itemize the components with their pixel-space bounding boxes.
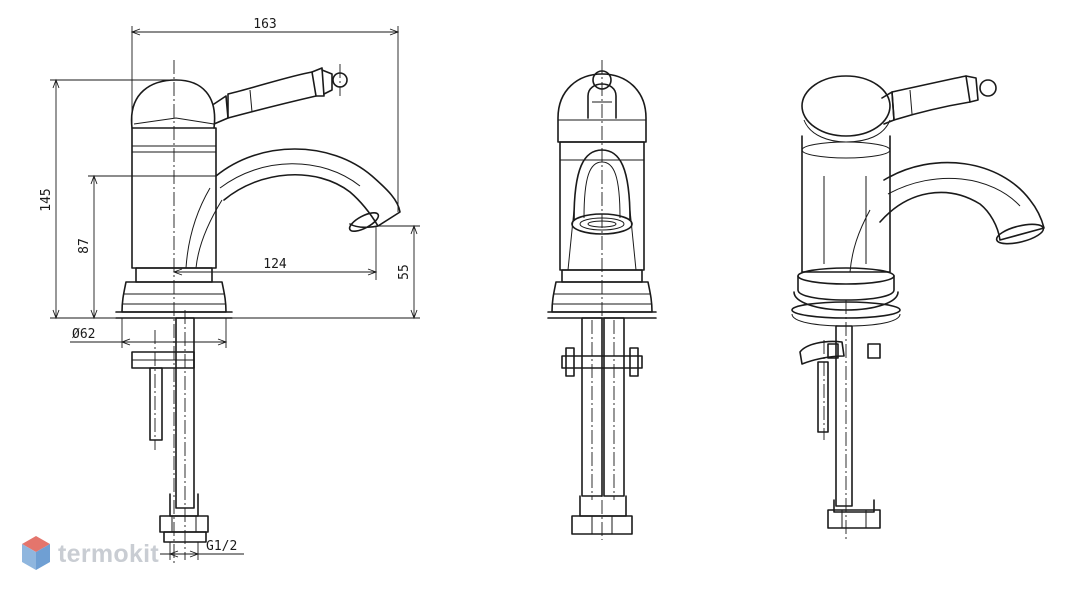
dim-thread: G1/2	[206, 539, 237, 554]
perspective-view	[791, 75, 1045, 540]
dim-outlet-height: 87	[77, 238, 92, 254]
brand-logo: termokit	[22, 536, 159, 572]
dim-overall-width: 163	[253, 17, 276, 32]
dim-base-to-outlet: 55	[397, 264, 412, 280]
front-view	[547, 60, 657, 540]
side-view	[115, 60, 401, 565]
dim-base-diameter: Ø62	[72, 327, 95, 342]
side-view-dimensions: 163 145 87 124 55 Ø62	[39, 17, 420, 560]
dim-overall-height: 145	[39, 188, 54, 211]
dim-spout-reach: 124	[263, 257, 287, 272]
termokit-logo-icon	[22, 536, 50, 570]
brand-name: termokit	[58, 539, 160, 568]
